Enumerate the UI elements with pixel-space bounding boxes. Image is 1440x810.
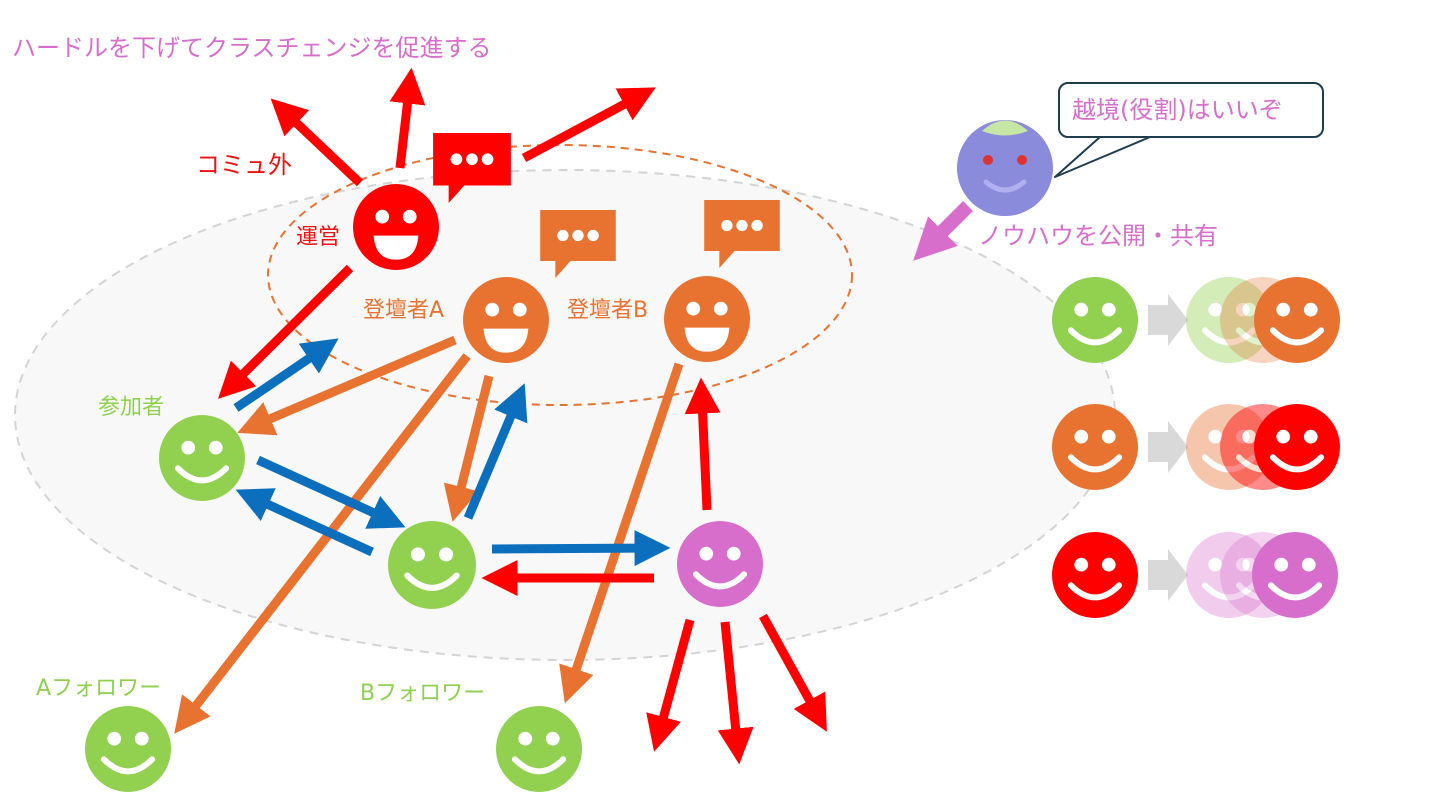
operator-face-icon: [353, 184, 439, 270]
mentor-face-icon: [957, 120, 1053, 216]
row1-from-face-icon: [1052, 277, 1138, 363]
arrow-participant-participant2: [256, 455, 406, 529]
arrow-pink-out-2: [717, 621, 754, 765]
class-change-row-2: [1052, 404, 1340, 490]
arrow-knowhow: [913, 201, 973, 261]
arrow-operator-out-right: [521, 87, 656, 162]
row2-arrow-icon: [1148, 421, 1188, 473]
label-outside: コミュ外: [196, 151, 292, 179]
participant2-face-icon: [388, 521, 476, 609]
speaker-b-face-icon: [664, 276, 750, 362]
speaker-a-face-icon: [463, 277, 549, 363]
arrow-operator-out-left: [270, 98, 364, 187]
label-speaker-b: 登壇者B: [567, 298, 649, 323]
class-change-row-1: [1052, 277, 1340, 363]
arrow-speaker-a-participant2: [443, 374, 494, 522]
arrow-participant2-pink: [491, 530, 671, 567]
row1-to-face-icon: [1254, 277, 1340, 363]
arrow-speaker-b-followers: [559, 362, 684, 704]
arrow-pink-speaker-b: [684, 377, 721, 511]
label-speaker-a: 登壇者A: [363, 298, 445, 323]
speech-bubble-text: 越境(役割)はいいぞ: [1072, 96, 1283, 124]
a-follower-face-icon: [85, 706, 171, 792]
class-change-row-3: [1052, 532, 1338, 618]
label-knowhow: ノウハウを公開・共有: [978, 222, 1218, 250]
arrow-operator-participant: [218, 264, 354, 399]
arrow-participant2-participant: [235, 488, 374, 557]
row3-arrow-icon: [1148, 549, 1188, 601]
row3-to-face-icon: [1252, 532, 1338, 618]
row2-to-face-icon: [1254, 404, 1340, 490]
page-title: ハードルを下げてクラスチェンジを促進する: [12, 34, 492, 62]
label-a-followers: Aフォロワー: [36, 676, 162, 701]
label-operator: 運営: [296, 225, 341, 250]
outside-arrows: [270, 67, 656, 187]
arrow-pink-out-3: [759, 613, 827, 732]
row1-arrow-icon: [1148, 294, 1188, 346]
arrow-pink-out-1: [646, 618, 695, 752]
row3-from-face-icon: [1052, 532, 1138, 618]
participant-face-icon: [159, 415, 245, 501]
arrow-participant-operator: [233, 338, 339, 412]
speech-bubble: [1058, 82, 1324, 138]
arrow-speaker-a-participant: [237, 335, 457, 436]
arrow-operator-out-up: [389, 67, 426, 169]
b-follower-face-icon: [496, 706, 582, 792]
speech-tail: [1054, 136, 1151, 178]
arrow-participant2-speaker-a: [463, 383, 528, 520]
label-participant: 参加者: [98, 395, 165, 420]
row2-from-face-icon: [1052, 404, 1138, 490]
core-team-ellipse: [267, 144, 853, 406]
pink-face-icon: [677, 521, 763, 607]
label-b-followers: Bフォロワー: [360, 681, 486, 706]
